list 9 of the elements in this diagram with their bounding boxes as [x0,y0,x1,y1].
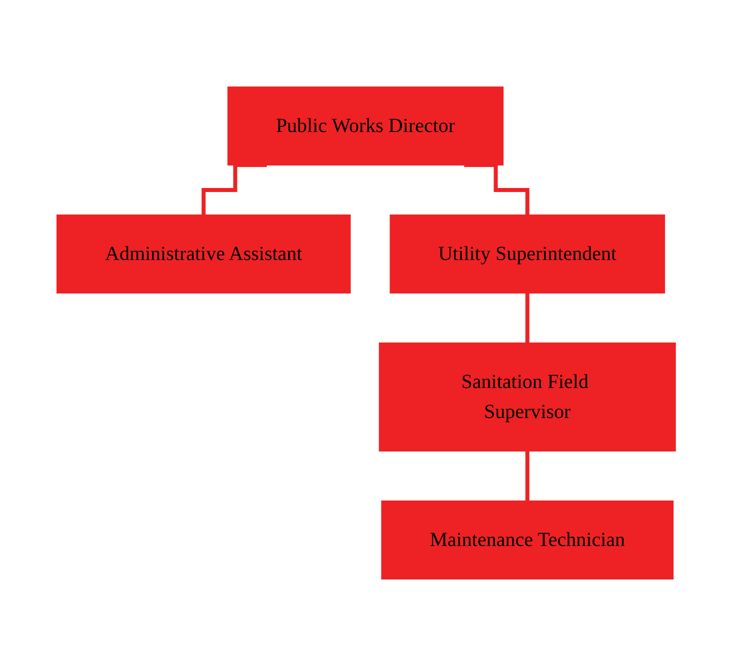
node-box: Sanitation Field Supervisor [378,342,676,452]
connector [525,291,530,345]
node-box: Utility Superintendent [390,214,665,294]
connector [201,163,267,217]
connector [525,449,530,503]
node-box: Maintenance Technician [381,500,674,580]
connector [464,163,530,217]
node-box: Public Works Director [227,86,504,166]
node-box: Administrative Assistant [56,214,351,294]
